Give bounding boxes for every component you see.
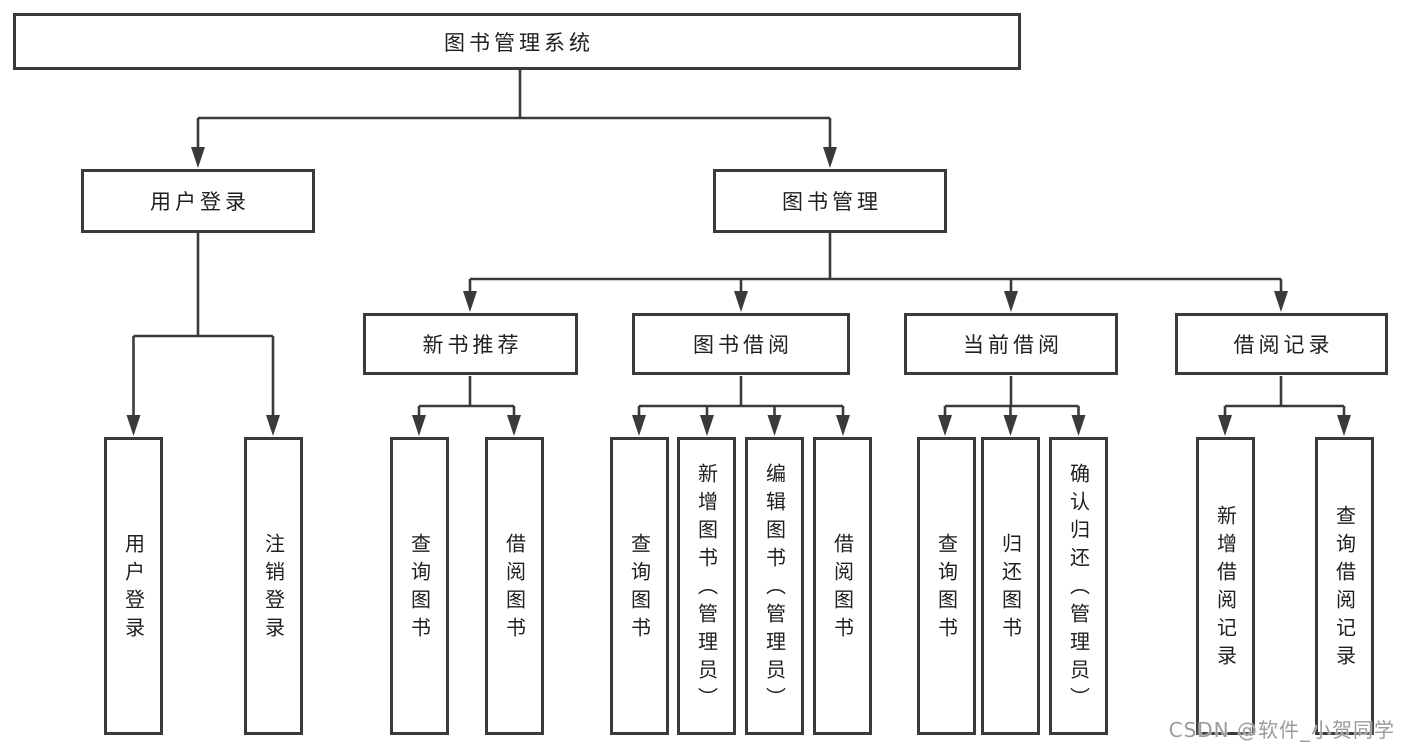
leaf-query-books-borrow: 查询图书	[610, 437, 669, 735]
node-new-book-recommendation: 新书推荐	[363, 313, 578, 375]
leaf-query-books-current: 查询图书	[917, 437, 976, 735]
leaf-confirm-return-admin: 确认归还（管理员）	[1049, 437, 1108, 735]
node-user-login: 用户登录	[81, 169, 315, 233]
leaf-borrow-books-recommend: 借阅图书	[485, 437, 544, 735]
leaf-add-borrow-record: 新增借阅记录	[1196, 437, 1255, 735]
leaf-return-books: 归还图书	[981, 437, 1040, 735]
leaf-query-books-recommend: 查询图书	[390, 437, 449, 735]
node-current-borrowing: 当前借阅	[904, 313, 1118, 375]
leaf-user-login: 用户登录	[104, 437, 163, 735]
leaf-add-books-admin: 新增图书（管理员）	[677, 437, 736, 735]
csdn-watermark: CSDN @软件_小贺同学	[1168, 718, 1395, 742]
node-book-borrowing: 图书借阅	[632, 313, 850, 375]
leaf-query-borrow-record: 查询借阅记录	[1315, 437, 1374, 735]
leaf-borrow-books: 借阅图书	[813, 437, 872, 735]
node-book-management: 图书管理	[713, 169, 947, 233]
node-library-management-system: 图书管理系统	[13, 13, 1021, 70]
leaf-edit-books-admin: 编辑图书（管理员）	[745, 437, 804, 735]
node-borrowing-records: 借阅记录	[1175, 313, 1388, 375]
leaf-logout: 注销登录	[244, 437, 303, 735]
